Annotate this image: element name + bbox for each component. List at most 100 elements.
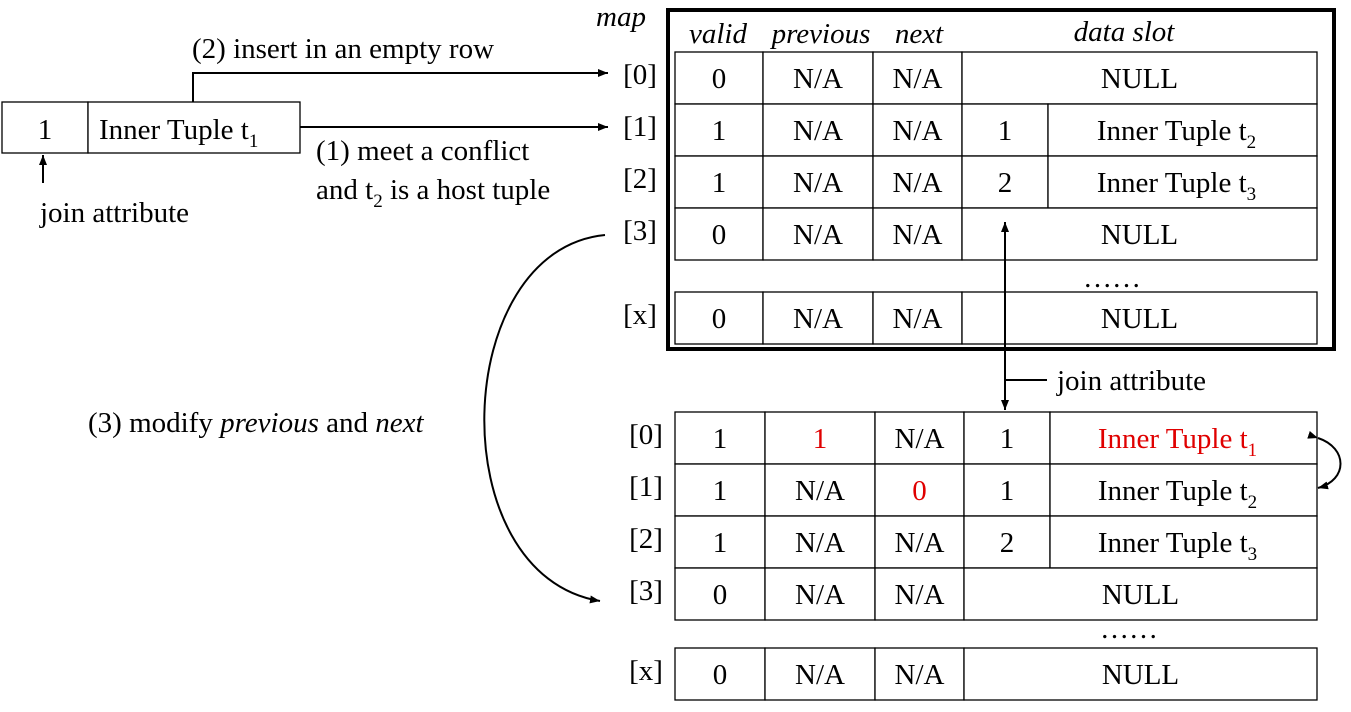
incoming-tuple-cell <box>87 101 301 154</box>
bottom-row-index: [1] <box>629 471 663 503</box>
map-frame <box>666 8 1336 351</box>
top-next-value: N/A <box>893 303 943 335</box>
top-next-cell <box>872 291 963 345</box>
top-valid-value: 0 <box>712 63 727 95</box>
top-valid-value: 0 <box>712 219 727 251</box>
bottom-valid-value: 1 <box>713 475 728 507</box>
bottom-row-1: [1] 1 N/A 0 1 Inner Tuple t2 <box>629 463 1318 517</box>
bottom-previous-cell <box>764 515 876 569</box>
bottom-valid-cell <box>674 411 766 465</box>
top-tuple-label: Inner Tuple t2 <box>1097 115 1256 153</box>
top-previous-value: N/A <box>793 167 843 199</box>
modify-links-arrow <box>483 234 606 604</box>
top-previous-cell <box>762 103 874 157</box>
bottom-valid-value: 0 <box>713 659 728 691</box>
top-previous-cell <box>762 207 874 261</box>
step1-line2: and t2 is a host tuple <box>316 174 550 212</box>
bottom-next-value: N/A <box>895 659 945 691</box>
step2-label: (2) insert in an empty row <box>192 33 494 65</box>
bottom-next-value: N/A <box>895 527 945 559</box>
map-label: map <box>596 1 646 33</box>
bottom-join-attr-value: 2 <box>1000 527 1015 559</box>
bottom-tuple-cell <box>1049 463 1318 517</box>
top-valid-cell <box>674 103 764 157</box>
bottom-tuple-label: Inner Tuple t3 <box>1098 527 1257 565</box>
top-row-index: [1] <box>623 111 657 143</box>
top-next-cell <box>872 51 963 105</box>
chain-link-arrow <box>1307 431 1342 490</box>
bottom-previous-value: N/A <box>795 579 845 611</box>
top-valid-cell <box>674 51 764 105</box>
bottom-valid-value: 0 <box>713 579 728 611</box>
header-data-slot: data slot <box>1074 16 1176 48</box>
bottom-null-value: NULL <box>1102 579 1179 611</box>
bottom-previous-value: N/A <box>795 659 845 691</box>
bottom-tuple-label: Inner Tuple t1 <box>1098 423 1257 461</box>
insert-empty-row-arrow <box>192 69 608 102</box>
incoming-tuple-box: 1 Inner Tuple t1 <box>1 101 301 154</box>
top-data-slot-cell <box>961 207 1318 261</box>
bottom-previous-value: N/A <box>795 475 845 507</box>
bottom-ellipsis: …… <box>1100 613 1158 645</box>
bottom-tuple-label: Inner Tuple t2 <box>1098 475 1257 513</box>
bottom-previous-cell <box>764 463 876 517</box>
bottom-previous-value: 1 <box>813 423 828 455</box>
bottom-row-index: [0] <box>629 419 663 451</box>
top-join-attr-value: 2 <box>998 167 1013 199</box>
top-ellipsis: …… <box>1083 262 1141 294</box>
bottom-row-index: [3] <box>629 575 663 607</box>
top-null-value: NULL <box>1101 303 1178 335</box>
bottom-next-cell <box>874 647 965 701</box>
top-previous-value: N/A <box>793 63 843 95</box>
bottom-data-slot-cell <box>963 647 1318 701</box>
bottom-valid-cell <box>674 515 766 569</box>
bottom-next-cell <box>874 515 965 569</box>
bottom-join-attr-value: 1 <box>1000 423 1015 455</box>
bottom-next-cell <box>874 567 965 621</box>
bottom-tuple-cell <box>1049 515 1318 569</box>
header-next: next <box>895 18 944 50</box>
top-valid-cell <box>674 291 764 345</box>
top-next-value: N/A <box>893 167 943 199</box>
bottom-row-index: [2] <box>629 523 663 555</box>
top-valid-cell <box>674 207 764 261</box>
top-previous-value: N/A <box>793 303 843 335</box>
step1-line1: (1) meet a conflict <box>316 135 529 167</box>
top-valid-value: 1 <box>712 115 727 147</box>
top-previous-cell <box>762 155 874 209</box>
top-previous-value: N/A <box>793 219 843 251</box>
top-row-index: [0] <box>623 59 657 91</box>
bottom-next-value: N/A <box>895 579 945 611</box>
top-next-value: N/A <box>893 115 943 147</box>
header-previous: previous <box>770 18 871 50</box>
bottom-join-attr-value: 1 <box>1000 475 1015 507</box>
top-row-index: [3] <box>623 215 657 247</box>
bottom-next-value: N/A <box>895 423 945 455</box>
top-valid-cell <box>674 155 764 209</box>
top-data-slot-cell <box>961 291 1318 345</box>
bottom-row-3: [3] 0 N/A N/A NULL <box>629 567 1318 621</box>
incoming-join-value: 1 <box>38 114 53 146</box>
top-join-attr-cell <box>961 103 1049 157</box>
bottom-null-value: NULL <box>1102 659 1179 691</box>
top-tuple-cell <box>1047 155 1318 209</box>
incoming-join-cell <box>1 101 89 154</box>
bottom-previous-cell <box>764 411 876 465</box>
top-null-value: NULL <box>1101 219 1178 251</box>
bottom-valid-cell <box>674 567 766 621</box>
step3-label: (3) modify previous and next <box>88 407 425 439</box>
incoming-tuple-label: Inner Tuple t1 <box>99 114 258 152</box>
join-attribute-callout: join attribute <box>1056 365 1206 397</box>
top-previous-value: N/A <box>793 115 843 147</box>
bottom-next-value: 0 <box>912 475 927 507</box>
